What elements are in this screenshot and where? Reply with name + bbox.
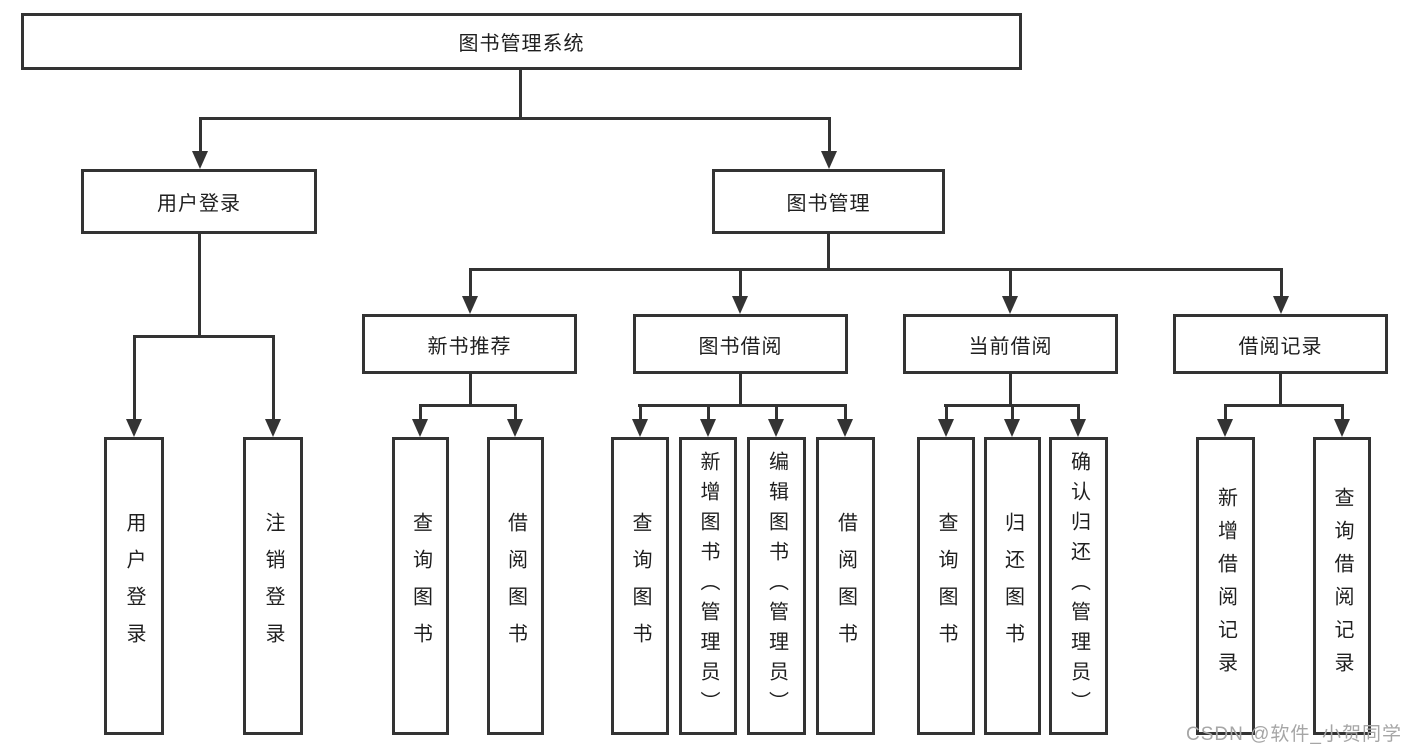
node-root-label: 图书管理系统 bbox=[458, 33, 585, 55]
node-borrow-records-label: 借阅记录 bbox=[1238, 335, 1323, 358]
node-leaf-return-books: 归还图书 bbox=[984, 437, 1041, 735]
connector-drop-leaf bbox=[514, 404, 517, 419]
connector-drop-leaf-logout bbox=[272, 335, 275, 419]
connector-drop-leaf bbox=[1341, 404, 1344, 419]
arrowhead-icon bbox=[462, 296, 478, 314]
connector-borrow-records-hline bbox=[1224, 404, 1343, 407]
node-current-borrow-label: 当前借阅 bbox=[968, 335, 1053, 358]
connector-current-borrow-stub bbox=[1009, 374, 1012, 406]
node-leaf-borrow-books-1: 借阅图书 bbox=[487, 437, 544, 735]
connector-root-hline bbox=[199, 117, 831, 120]
arrowhead-icon bbox=[192, 151, 208, 169]
node-leaf-edit-book-admin: 编辑图书（管理员） bbox=[747, 437, 806, 735]
connector-book-management-hline bbox=[469, 268, 1283, 271]
node-leaf-query-books-1: 查询图书 bbox=[392, 437, 449, 735]
node-leaf-borrow-books-1-label: 借阅图书 bbox=[504, 512, 527, 660]
node-user-login-branch: 用户登录 bbox=[81, 169, 317, 234]
connector-book-borrow-stub bbox=[739, 374, 742, 406]
connector-drop-book-borrow bbox=[739, 268, 742, 296]
connector-drop-new-book-recommend bbox=[469, 268, 472, 296]
arrowhead-icon bbox=[1217, 419, 1233, 437]
node-leaf-query-borrow-record-label: 查询借阅记录 bbox=[1331, 487, 1353, 685]
arrowhead-icon bbox=[126, 419, 142, 437]
node-current-borrow: 当前借阅 bbox=[903, 314, 1118, 374]
connector-drop-leaf bbox=[844, 404, 847, 419]
arrowhead-icon bbox=[837, 419, 853, 437]
node-user-login-branch-label: 用户登录 bbox=[157, 193, 241, 215]
connector-drop-leaf bbox=[1011, 404, 1014, 419]
connector-drop-book-management bbox=[828, 117, 831, 151]
node-leaf-logout: 注销登录 bbox=[243, 437, 303, 735]
node-leaf-confirm-return-admin-label: 确认归还（管理员） bbox=[1067, 451, 1090, 721]
node-leaf-query-books-2-label: 查询图书 bbox=[629, 512, 651, 660]
arrowhead-icon bbox=[1002, 296, 1018, 314]
connector-user-login-stub bbox=[198, 234, 201, 338]
connector-drop-leaf-user-login bbox=[133, 335, 136, 419]
node-leaf-query-books-1-label: 查询图书 bbox=[409, 512, 432, 660]
node-leaf-user-login-label: 用户登录 bbox=[123, 512, 145, 660]
connector-new-book-recommend-stub bbox=[469, 374, 472, 406]
arrowhead-icon bbox=[632, 419, 648, 437]
connector-drop-leaf bbox=[945, 404, 948, 419]
node-leaf-query-books-3: 查询图书 bbox=[917, 437, 975, 735]
arrowhead-icon bbox=[1273, 296, 1289, 314]
arrowhead-icon bbox=[1004, 419, 1020, 437]
node-book-management-branch-label: 图书管理 bbox=[786, 193, 871, 215]
connector-drop-leaf bbox=[1224, 404, 1227, 419]
node-book-borrow: 图书借阅 bbox=[633, 314, 848, 374]
arrowhead-icon bbox=[700, 419, 716, 437]
node-leaf-query-books-3-label: 查询图书 bbox=[935, 512, 957, 660]
connector-borrow-records-stub bbox=[1279, 374, 1282, 406]
connector-user-login-hline bbox=[133, 335, 275, 338]
node-book-borrow-label: 图书借阅 bbox=[698, 335, 783, 358]
arrowhead-icon bbox=[1070, 419, 1086, 437]
arrowhead-icon bbox=[768, 419, 784, 437]
node-root: 图书管理系统 bbox=[21, 13, 1022, 70]
arrowhead-icon bbox=[265, 419, 281, 437]
connector-new-book-recommend-hline bbox=[419, 404, 517, 407]
watermark: CSDN @软件_小贺同学 bbox=[1186, 724, 1402, 745]
connector-drop-user-login bbox=[199, 117, 202, 151]
connector-book-management-stub bbox=[827, 234, 830, 271]
node-leaf-edit-book-admin-label: 编辑图书（管理员） bbox=[765, 451, 788, 721]
arrowhead-icon bbox=[938, 419, 954, 437]
connector-drop-current-borrow bbox=[1009, 268, 1012, 296]
node-leaf-query-borrow-record: 查询借阅记录 bbox=[1313, 437, 1371, 735]
connector-drop-leaf bbox=[419, 404, 422, 419]
node-leaf-add-book-admin: 新增图书（管理员） bbox=[679, 437, 737, 735]
node-leaf-borrow-books-2-label: 借阅图书 bbox=[834, 512, 857, 660]
node-new-book-recommend-label: 新书推荐 bbox=[427, 335, 512, 358]
node-borrow-records: 借阅记录 bbox=[1173, 314, 1388, 374]
connector-book-borrow-hline bbox=[638, 404, 847, 407]
connector-drop-leaf bbox=[707, 404, 710, 419]
node-new-book-recommend: 新书推荐 bbox=[362, 314, 577, 374]
arrowhead-icon bbox=[1334, 419, 1350, 437]
arrowhead-icon bbox=[507, 419, 523, 437]
connector-drop-leaf bbox=[1077, 404, 1080, 419]
node-leaf-logout-label: 注销登录 bbox=[262, 512, 284, 660]
node-leaf-borrow-books-2: 借阅图书 bbox=[816, 437, 875, 735]
arrowhead-icon bbox=[732, 296, 748, 314]
connector-drop-leaf bbox=[775, 404, 778, 419]
connector-drop-borrow-records bbox=[1280, 268, 1283, 296]
arrowhead-icon bbox=[412, 419, 428, 437]
node-leaf-add-borrow-record: 新增借阅记录 bbox=[1196, 437, 1255, 735]
node-leaf-add-book-admin-label: 新增图书（管理员） bbox=[697, 451, 719, 721]
node-book-management-branch: 图书管理 bbox=[712, 169, 945, 234]
node-leaf-query-books-2: 查询图书 bbox=[611, 437, 669, 735]
arrowhead-icon bbox=[821, 151, 837, 169]
node-leaf-user-login: 用户登录 bbox=[104, 437, 164, 735]
node-leaf-return-books-label: 归还图书 bbox=[1001, 512, 1024, 660]
node-leaf-add-borrow-record-label: 新增借阅记录 bbox=[1214, 487, 1237, 685]
node-leaf-confirm-return-admin: 确认归还（管理员） bbox=[1049, 437, 1108, 735]
connector-drop-leaf bbox=[639, 404, 642, 419]
connector-root-stub bbox=[519, 70, 522, 119]
